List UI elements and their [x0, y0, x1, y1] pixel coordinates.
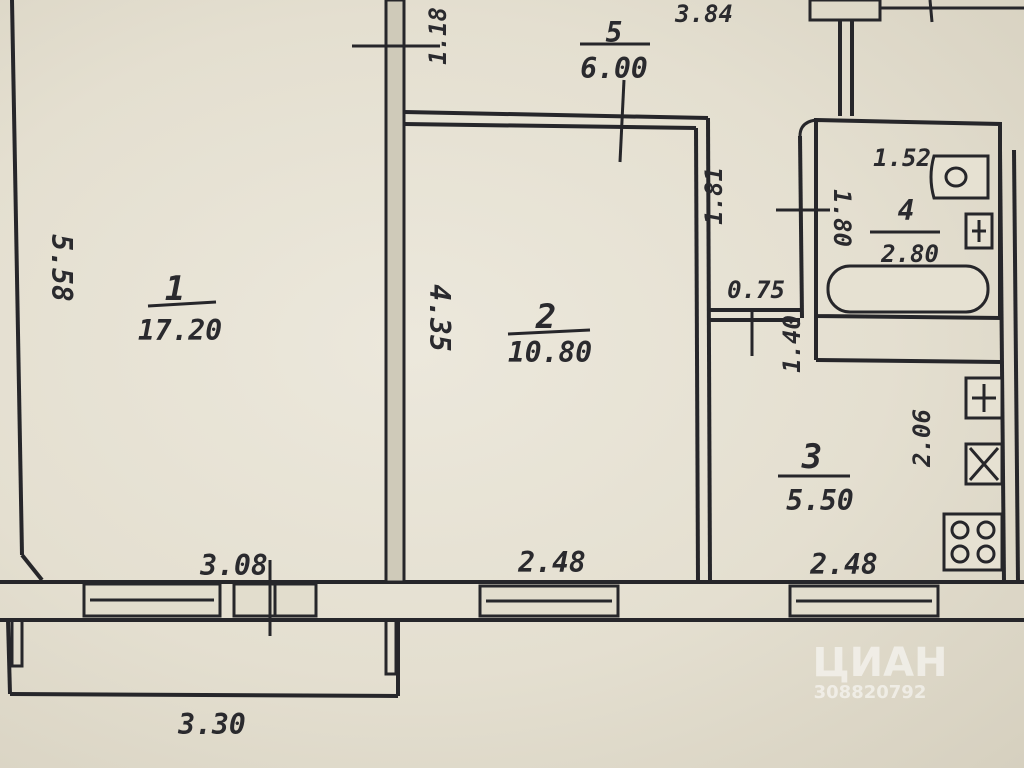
- bathtub: [826, 264, 990, 314]
- room-4-area: 2.80: [880, 240, 939, 268]
- wall-partition-1-2: [384, 0, 406, 584]
- balcony-bottom-wall: [9, 692, 399, 698]
- wall-top-stub: [928, 0, 934, 23]
- wall-left-outer: [10, 0, 24, 556]
- balcony-left-post: [10, 618, 24, 668]
- stove-burner-3: [950, 544, 970, 564]
- wall-bathroom-left: [798, 135, 804, 319]
- room-5-area: 6.00: [580, 52, 647, 85]
- wall-top-block: [808, 0, 882, 22]
- walls: [0, 0, 1024, 698]
- dim-passage: 0.75: [727, 276, 785, 304]
- dim-corridor-width: 3.84: [674, 0, 733, 28]
- wall-room2-right-outer: [706, 117, 712, 583]
- toilet-bowl: [944, 166, 968, 188]
- room-1-number: 1: [165, 269, 185, 309]
- room-1-fraction-bar: [147, 300, 217, 308]
- wall-right-1: [998, 149, 1006, 583]
- stove-burner-4: [976, 544, 996, 564]
- wall-bathroom-bottom: [815, 358, 1001, 364]
- dim-room1-width: 3.08: [199, 549, 267, 582]
- balcony-left-wall: [6, 619, 12, 695]
- watermark-brand: ЦИАН: [812, 640, 947, 686]
- dim-room2-height: 4.35: [423, 284, 456, 351]
- room-1-area: 17.20: [138, 314, 222, 347]
- watermark: ЦИАН 308820792: [812, 640, 947, 703]
- stove-burner-1: [950, 520, 970, 540]
- windows: [82, 582, 940, 618]
- dim-bath-offset: 1.40: [778, 315, 806, 373]
- room-5-number: 5: [606, 16, 623, 49]
- kitchen-cabinet-diag-2: [968, 447, 1000, 481]
- dim-room3-height: 2.06: [908, 409, 936, 468]
- wall-room2-top: [403, 110, 709, 120]
- room-4-number: 4: [898, 194, 915, 227]
- watermark-code: 308820792: [814, 682, 927, 703]
- room-2-fraction-bar: [507, 328, 591, 336]
- room-3-area: 5.50: [786, 484, 853, 517]
- wall-room2-right-inner: [694, 127, 700, 583]
- dim-room3-width: 2.48: [809, 548, 877, 581]
- dimension-lines: [268, 42, 940, 636]
- kitchen-stove: [942, 512, 1004, 572]
- dim-room2-width: 2.48: [517, 546, 585, 579]
- dim-balcony-width: 3.30: [177, 708, 245, 741]
- dim-room2-door-offset: 1.81: [700, 167, 728, 225]
- room-2-area: 10.80: [508, 336, 592, 369]
- wall-bathroom-corner: [798, 118, 817, 137]
- dimension-labels: 5.58 3.08 4.35 2.48 2.48 2.06 3.30 3.84 …: [45, 0, 936, 741]
- wall-left-corner: [20, 553, 44, 582]
- room-labels: 1 17.20 2 10.80 3 5.50 4 2.80 5 6.00: [138, 16, 939, 517]
- dim-corridor-offset: 1.18: [424, 7, 452, 65]
- dim-room1-height: 5.58: [45, 234, 78, 301]
- wall-room2-top-inner: [403, 122, 697, 130]
- wall-right-2: [1012, 149, 1020, 583]
- dim-bath-width: 1.52: [873, 144, 931, 172]
- dim-bath-height: 1.80: [828, 189, 856, 247]
- dim-tick-room5: [618, 79, 626, 163]
- stove-burner-2: [976, 520, 996, 540]
- fixtures: [826, 154, 1004, 572]
- balcony-right-post: [384, 618, 398, 676]
- room-3-number: 3: [801, 437, 822, 477]
- room-2-number: 2: [535, 297, 556, 337]
